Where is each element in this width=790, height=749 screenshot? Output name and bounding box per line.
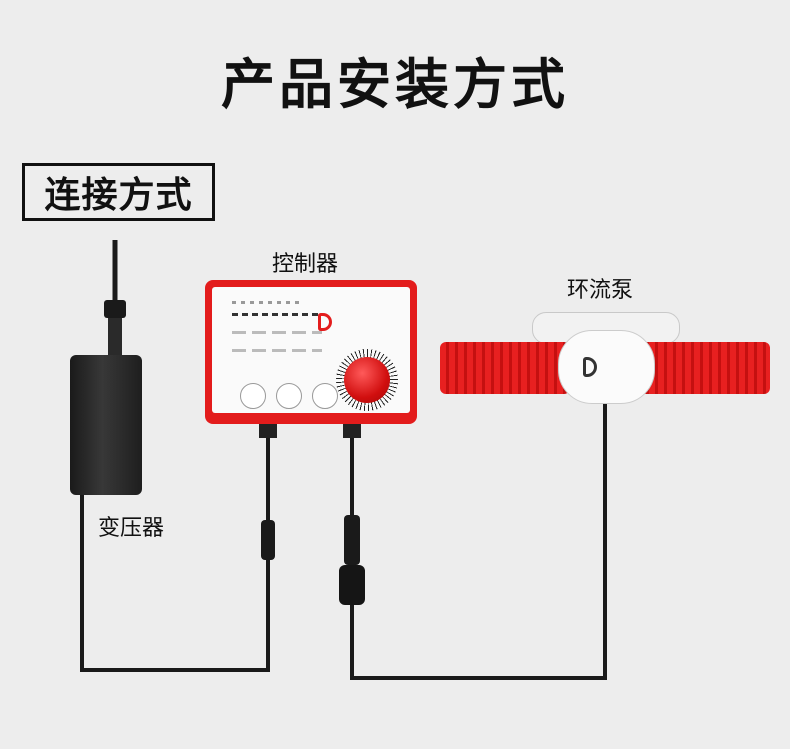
pump-outlet-right xyxy=(640,342,770,394)
speed-knob xyxy=(336,349,398,411)
mode-indicator-row xyxy=(232,331,322,334)
controller-port-right xyxy=(343,424,361,438)
section-heading: 连接方式 xyxy=(22,163,215,221)
pump-label: 环流泵 xyxy=(567,278,634,303)
transformer-label: 变压器 xyxy=(98,516,165,541)
controller-device xyxy=(205,280,417,424)
wave-pump xyxy=(440,312,770,404)
pump-cable xyxy=(350,395,607,680)
controller-label: 控制器 xyxy=(272,252,339,277)
power-plug-icon xyxy=(104,300,126,318)
controller-port-left xyxy=(259,424,277,438)
section-heading-label: 连接方式 xyxy=(44,175,193,216)
mode-indicator-row xyxy=(232,349,322,352)
pump-body xyxy=(558,330,655,404)
led-indicator-row xyxy=(232,301,302,304)
pump-outlet-left xyxy=(440,342,570,394)
mode-button-left xyxy=(240,383,266,409)
pump-connector-male-icon xyxy=(344,515,360,565)
page-title: 产品安装方式 xyxy=(221,53,569,116)
brand-logo-icon xyxy=(318,313,332,331)
pump-logo-icon xyxy=(583,357,597,377)
controller-faceplate xyxy=(212,287,410,413)
pump-connector-female-icon xyxy=(339,565,365,605)
power-adapter xyxy=(70,355,142,495)
transformer-to-controller-cable xyxy=(80,495,270,672)
mode-button-center xyxy=(276,383,302,409)
mode-button-right xyxy=(312,383,338,409)
dc-connector-icon xyxy=(261,520,275,560)
level-indicator-row xyxy=(232,313,318,316)
plug-strain-relief xyxy=(108,318,122,355)
